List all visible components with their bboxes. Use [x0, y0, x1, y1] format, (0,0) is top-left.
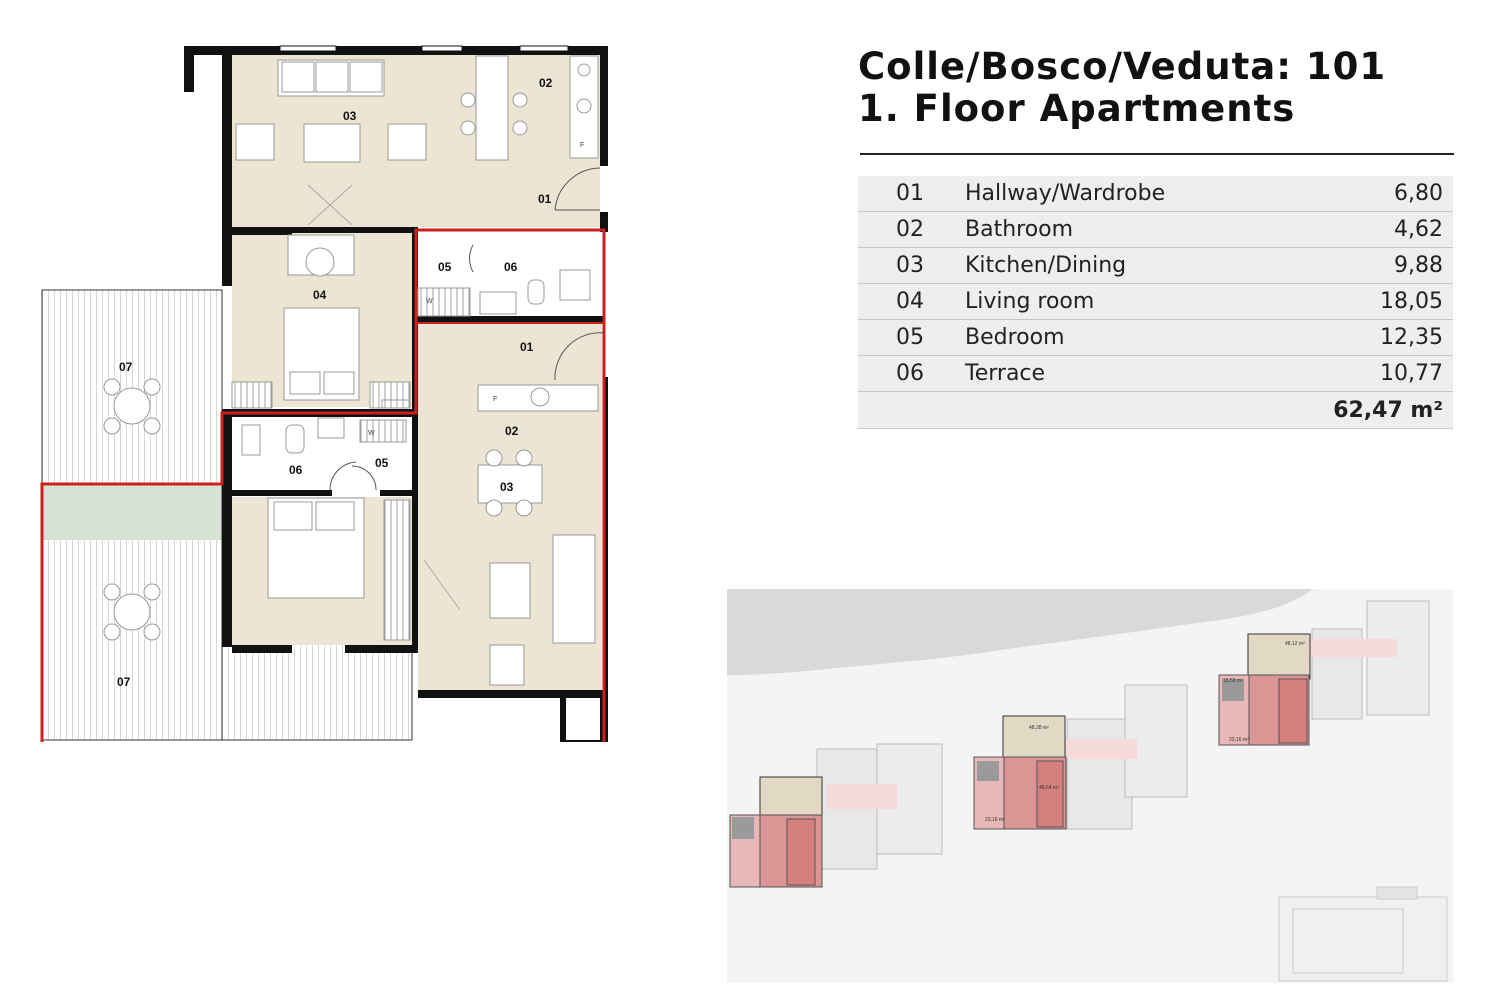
site-area-label: 23,16 m²	[1229, 737, 1249, 743]
site-area-label: 15,58 m²	[1223, 678, 1243, 684]
plan-label-03-top: 03	[343, 109, 357, 123]
site-plan: 15,58 m² 48,12 m² 23,16 m² 48,28 m² 48,6…	[727, 589, 1453, 983]
terrace-upper	[42, 290, 222, 483]
site-land	[727, 589, 1313, 675]
plan-label-04: 04	[313, 288, 327, 302]
room-area: 12,35	[1270, 319, 1453, 356]
plan-label-06-bottom: 06	[289, 463, 303, 477]
table-row: 04 Living room 18,05	[858, 283, 1453, 320]
plan-label-05-top: 05	[438, 260, 452, 274]
title-line-1: Colle/Bosco/Veduta: 101	[858, 45, 1387, 88]
room-area: 10,77	[1270, 355, 1453, 392]
site-area-label: 48,12 m²	[1285, 641, 1305, 647]
room-area-table: 01 Hallway/Wardrobe 6,80 02 Bathroom 4,6…	[858, 176, 1453, 429]
terrace-planter	[42, 484, 222, 540]
room-name: Bedroom	[965, 319, 1271, 356]
room-number: 01	[858, 176, 965, 212]
fridge-label-bottom: F	[493, 396, 497, 403]
table-row: 01 Hallway/Wardrobe 6,80	[858, 176, 1453, 212]
room-number: 03	[858, 247, 965, 284]
terrace-tables	[103, 378, 161, 641]
furniture-bottom	[241, 384, 599, 686]
room-area: 9,88	[1270, 247, 1453, 284]
room-number: 02	[858, 211, 965, 248]
room-number: 04	[858, 283, 965, 320]
room-name: Hallway/Wardrobe	[965, 176, 1271, 212]
plan-label-02-bottom: 02	[505, 424, 519, 438]
furniture-top	[231, 55, 599, 409]
plan-label-07-upper: 07	[119, 360, 133, 374]
total-area: 62,47 m²	[1270, 391, 1453, 429]
building-c	[1218, 600, 1430, 746]
table-row: 05 Bedroom 12,35	[858, 319, 1453, 356]
table-row: 06 Terrace 10,77	[858, 355, 1453, 392]
plan-label-02-top: 02	[539, 76, 553, 90]
table-row: 03 Kitchen/Dining 9,88	[858, 247, 1453, 284]
title-line-2: 1. Floor Apartments	[858, 87, 1296, 130]
plan-label-01-top: 01	[538, 192, 552, 206]
room-area: 18,05	[1270, 283, 1453, 320]
room-number: 06	[858, 355, 965, 392]
fridge-label-top: F	[580, 142, 584, 149]
plan-label-01-bottom: 01	[520, 340, 534, 354]
room-name: Terrace	[965, 355, 1271, 392]
total-row: 62,47 m²	[858, 391, 1453, 429]
building-a	[729, 743, 943, 888]
washer-label-top: W	[426, 298, 433, 305]
title-divider	[860, 153, 1454, 155]
room-number: 05	[858, 319, 965, 356]
plan-label-06-top: 06	[504, 260, 518, 274]
site-area-label: 48,64 m²	[1039, 785, 1059, 791]
apartment-outline	[40, 228, 606, 742]
plan-label-03-bottom: 03	[500, 480, 514, 494]
site-structure	[1278, 886, 1448, 982]
table-row: 02 Bathroom 4,62	[858, 211, 1453, 248]
site-area-label: 48,28 m²	[1029, 725, 1049, 731]
plan-label-07-lower: 07	[117, 675, 131, 689]
page-title: Colle/Bosco/Veduta: 101 1. Floor Apartme…	[858, 46, 1386, 130]
washer-label-bottom: W	[368, 430, 375, 437]
room-area: 6,80	[1270, 176, 1453, 212]
room-name: Kitchen/Dining	[965, 247, 1271, 284]
site-area-label: 23,16 m²	[985, 817, 1005, 823]
floor-plan: 03 02 01 04 05 06 07 07 01 02 03 05 06 F…	[40, 45, 608, 742]
room-name: Living room	[965, 283, 1271, 320]
room-name: Bathroom	[965, 211, 1271, 248]
plan-label-05-bottom: 05	[375, 456, 389, 470]
building-b	[973, 684, 1188, 830]
room-area: 4,62	[1270, 211, 1453, 248]
